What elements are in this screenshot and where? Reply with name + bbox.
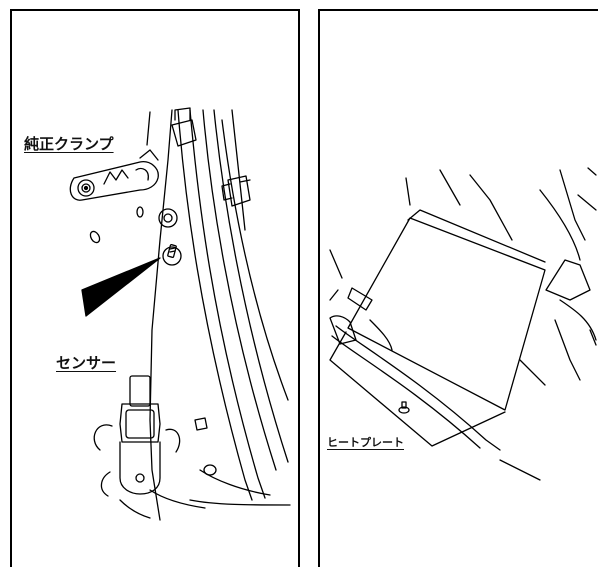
left-diagram <box>69 107 291 521</box>
pointer-arrow-icon <box>81 257 161 317</box>
clamp-label: 純正クランプ <box>24 135 114 153</box>
right-panel-border-top <box>318 9 598 11</box>
bolt-icon <box>398 401 410 414</box>
clamp-icon <box>69 149 159 201</box>
hose-bundle-icon <box>171 107 289 501</box>
left-panel-border-left <box>10 9 12 567</box>
right-panel-border-left <box>318 9 320 567</box>
heat-plate-label: ヒートプレート <box>327 436 404 449</box>
heat-plate-icon <box>329 209 546 447</box>
left-panel-border-right <box>298 9 300 567</box>
sensor-label: センサー <box>56 354 117 372</box>
sensor-port-icon <box>167 244 177 258</box>
left-panel-border-top <box>10 9 300 11</box>
hose-icon <box>329 287 501 451</box>
sensor-icon <box>93 375 181 497</box>
